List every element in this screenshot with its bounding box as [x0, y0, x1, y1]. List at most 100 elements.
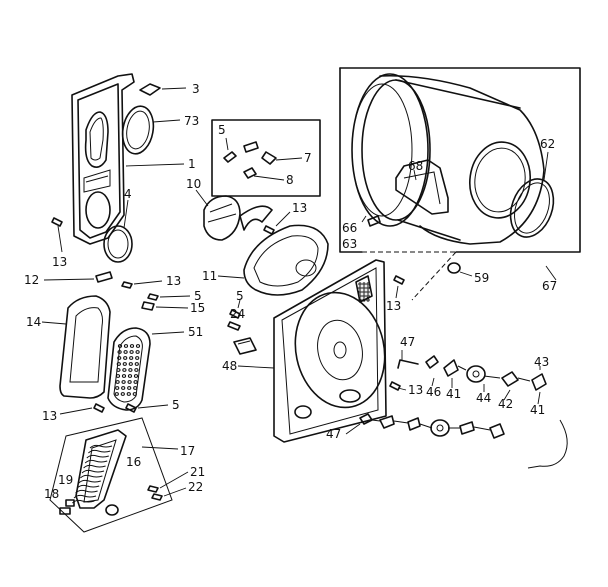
label-19: 19 — [58, 473, 73, 487]
label-41a: 41 — [446, 387, 461, 401]
coil-turn — [75, 489, 98, 494]
thermostat-18-19 — [59, 499, 119, 516]
label-42: 42 — [498, 397, 513, 411]
part-73-gasket — [121, 105, 181, 155]
screen-hole — [116, 362, 121, 366]
inset-box — [211, 119, 321, 197]
vent-hole — [362, 298, 366, 302]
screw-13-f — [389, 381, 401, 391]
screen-hole — [126, 392, 131, 396]
screen-hole — [120, 392, 125, 396]
screw-63 — [361, 215, 381, 227]
label-5b: 5 — [172, 398, 180, 412]
screen-hole — [122, 368, 127, 372]
label-24: 24 — [230, 307, 245, 321]
label-5a: 5 — [194, 289, 202, 303]
label-62: 62 — [540, 137, 555, 151]
screen-hole — [128, 362, 133, 366]
vent-hole — [366, 298, 370, 302]
leaders-right-bottom — [345, 350, 541, 435]
label-68: 68 — [408, 159, 423, 173]
label-46: 46 — [426, 385, 441, 399]
label-5c: 5 — [218, 123, 226, 137]
rear-bulkhead-part-48 — [237, 259, 387, 443]
vent-hole — [358, 286, 362, 290]
screen-hole — [115, 380, 120, 384]
coil-turn — [89, 444, 113, 449]
label-59: 59 — [474, 271, 489, 285]
label-44: 44 — [476, 391, 491, 405]
vent-hole — [366, 294, 370, 298]
label-13d: 13 — [292, 201, 307, 215]
coil-turn — [78, 479, 101, 484]
label-63: 63 — [342, 237, 357, 251]
label-13e: 13 — [386, 299, 401, 313]
coil-turn — [84, 459, 108, 464]
vent-hole — [362, 290, 366, 294]
screen-hole — [121, 374, 127, 378]
coil-turn — [86, 454, 109, 459]
screw-13-left — [51, 217, 63, 253]
vent-hole — [366, 282, 370, 286]
vent-hole — [362, 286, 366, 290]
screw-13-c — [59, 403, 105, 415]
power-cord — [527, 419, 568, 469]
label-67: 67 — [542, 279, 557, 293]
label-47b: 47 — [326, 427, 341, 441]
vent-hole — [366, 286, 370, 290]
screw-5-c — [229, 299, 241, 319]
screw-5-b — [125, 403, 169, 413]
coil-turn — [76, 484, 100, 489]
coil-turn — [72, 499, 95, 504]
label-51: 51 — [188, 325, 203, 339]
label-13a: 13 — [52, 255, 67, 269]
label-1: 1 — [188, 157, 196, 171]
screen-hole — [115, 386, 120, 390]
screen-hole — [133, 386, 138, 390]
vent-hole — [358, 290, 362, 294]
part-4-ring — [103, 199, 133, 263]
label-14: 14 — [26, 315, 41, 329]
label-48: 48 — [222, 359, 237, 373]
baffle-part-68 — [395, 159, 449, 215]
label-11: 11 — [202, 269, 217, 283]
screen-hole — [115, 374, 121, 378]
lint-duct-part-14 — [41, 295, 111, 399]
label-17: 17 — [180, 444, 195, 458]
heater-housing-part-17 — [49, 417, 179, 533]
screw-13-e — [393, 275, 405, 299]
screen-hole — [135, 350, 140, 354]
label-10: 10 — [186, 177, 201, 191]
screen-hole — [123, 344, 129, 348]
coil-turn — [83, 464, 106, 469]
vent-hole — [358, 282, 362, 286]
drum-assembly-box-67 — [339, 67, 581, 301]
label-43: 43 — [534, 355, 549, 369]
label-13b: 13 — [166, 274, 181, 288]
drum — [351, 73, 545, 245]
screen-hole — [116, 368, 121, 372]
terminal-block — [233, 337, 257, 355]
screen-hole — [132, 392, 137, 396]
drum-seal-part-62 — [509, 151, 555, 238]
heating-element-part-16 — [72, 444, 113, 504]
label-47a: 47 — [400, 335, 415, 349]
label-3: 3 — [192, 82, 200, 96]
label-21: 21 — [190, 465, 205, 479]
label-12: 12 — [24, 273, 39, 287]
label-41b: 41 — [530, 403, 545, 417]
connector-24 — [227, 321, 241, 331]
lint-screen-holes — [114, 344, 141, 396]
screen-hole — [117, 350, 122, 354]
vent-hole — [358, 298, 362, 302]
label-16: 16 — [126, 455, 141, 469]
part-3-bracket — [139, 83, 187, 96]
front-panel-part-1 — [71, 73, 135, 245]
screen-hole — [129, 344, 135, 348]
blower-wheel-part-10 — [195, 189, 241, 241]
vent-hole — [366, 290, 370, 294]
screen-hole — [134, 368, 139, 372]
screen-hole — [133, 380, 138, 384]
label-8: 8 — [286, 173, 294, 187]
